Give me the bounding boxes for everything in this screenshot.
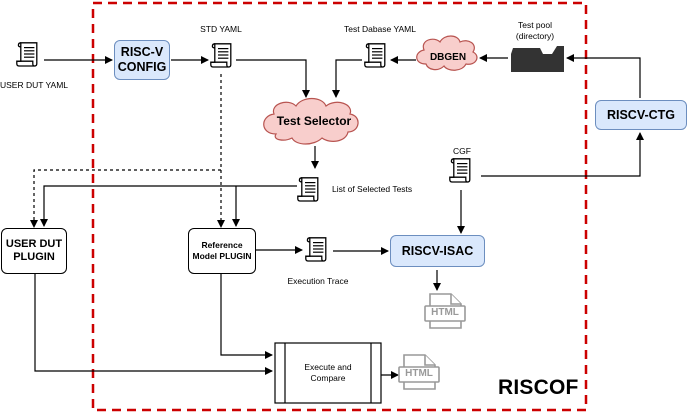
folder-icon: [511, 46, 564, 72]
test-database-yaml-label: Test Dabase YAML: [344, 24, 416, 34]
user-dut-yaml-label: USER DUT YAML: [0, 80, 69, 90]
user-dut-plugin-box: USER DUT PLUGIN: [1, 228, 67, 274]
edge-std-userplugin-dashed: [33, 169, 221, 226]
list-of-selected-tests-label: List of Selected Tests: [332, 184, 413, 194]
html-output-icon-2: [398, 354, 440, 390]
edge-refplugin-execute: [220, 274, 273, 359]
cgf-icon: [449, 158, 471, 183]
html-icon-label-2: HTML: [405, 368, 433, 379]
riscof-boundary: [91, 1, 588, 412]
cgf-label: CGF: [453, 146, 471, 156]
edge-userplugin-execute: [34, 274, 273, 375]
user-dut-yaml-icon: [16, 42, 38, 67]
test-selector-label: Test Selector: [276, 114, 352, 128]
edge-list-userplugin: [40, 185, 297, 227]
test-database-yaml-icon: [364, 43, 386, 68]
test-pool-label: Test pool (directory): [515, 20, 555, 41]
test-selector-cloud: [263, 97, 359, 145]
html-icon-label-1: HTML: [431, 307, 459, 318]
selected-tests-list-icon: [297, 176, 319, 202]
execute-compare-box: [274, 342, 382, 404]
riscof-title: RISCOF: [498, 376, 579, 399]
std-yaml-label: STD YAML: [200, 24, 242, 34]
riscv-config-box: RISC-V CONFIG: [114, 40, 170, 80]
reference-model-plugin-box: Reference Model PLUGIN: [188, 228, 256, 274]
riscv-ctg-box: RISCV-CTG: [595, 100, 687, 130]
edge-ctg-pool: [566, 54, 641, 98]
dbgen-label: DBGEN: [429, 52, 467, 63]
html-output-icon-1: [424, 293, 466, 329]
edge-std-selector: [236, 59, 310, 98]
execution-trace-label: Execution Trace: [287, 276, 349, 286]
execute-and-compare-label: Execute and Compare: [304, 362, 352, 383]
edge-db-selector: [332, 59, 362, 98]
edge-cgf-ctg: [481, 132, 644, 177]
dbgen-cloud: [416, 35, 478, 71]
std-yaml-icon: [210, 43, 232, 68]
execution-trace-icon: [305, 237, 327, 262]
riscv-isac-box: RISCV-ISAC: [390, 235, 485, 267]
